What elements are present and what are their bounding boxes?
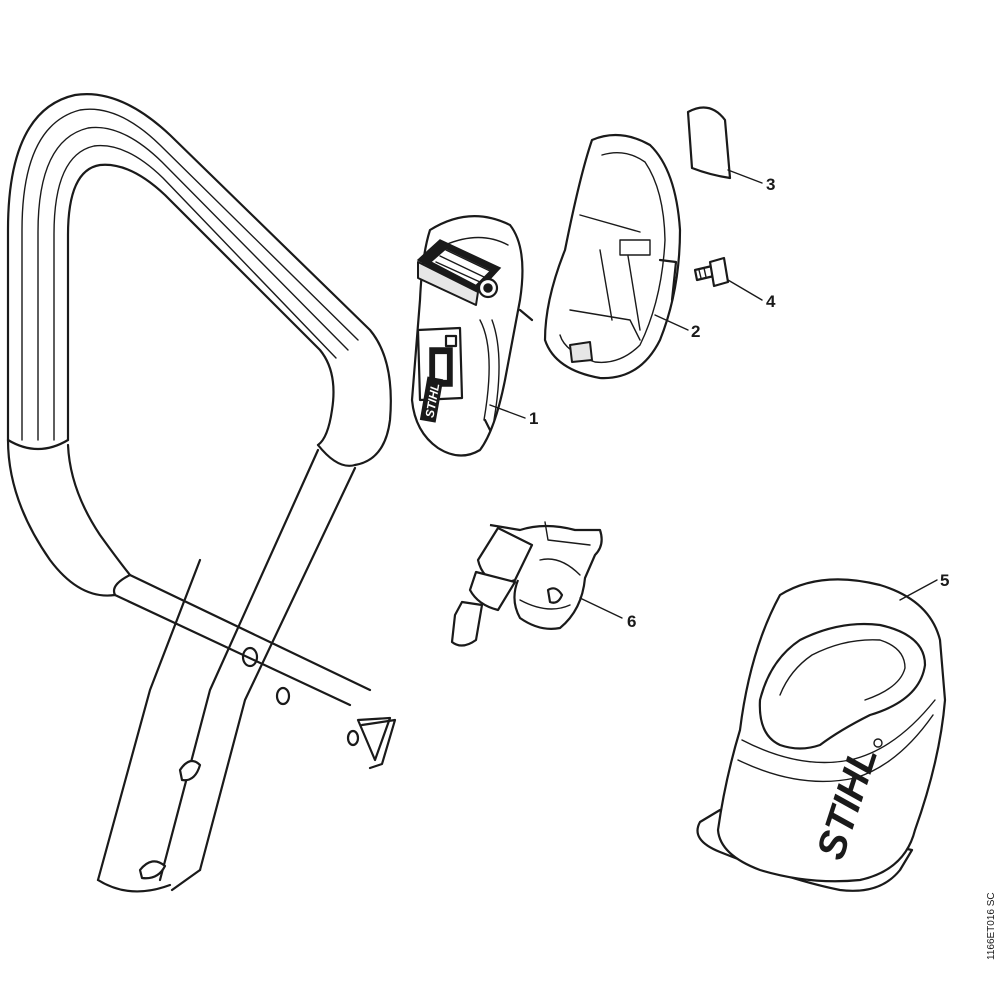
part-1-switch-housing: STIHL — [410, 215, 534, 457]
handlebar — [6, 93, 397, 893]
part-6-throttle-trigger — [450, 521, 603, 647]
part-3-cover-plate — [686, 106, 732, 180]
callout-6: 6 — [627, 612, 636, 631]
leader-lines — [489, 169, 938, 619]
callout-1: 1 — [529, 409, 538, 428]
part-2-handle-shell — [543, 133, 682, 380]
callouts: 1 2 3 4 5 6 — [529, 175, 949, 631]
callout-4: 4 — [766, 292, 776, 311]
callout-3: 3 — [766, 175, 775, 194]
svg-text:1166ET016 SC: 1166ET016 SC — [986, 892, 997, 960]
stihl-logo-small: STIHL — [419, 376, 444, 423]
part-5-sleeve: STIHL — [696, 578, 947, 892]
drawing-reference: 1166ET016 SC — [986, 892, 997, 960]
callout-2: 2 — [691, 322, 700, 341]
part-4-screw — [693, 256, 730, 288]
callout-5: 5 — [940, 571, 949, 590]
svg-text:STIHL: STIHL — [422, 382, 442, 419]
